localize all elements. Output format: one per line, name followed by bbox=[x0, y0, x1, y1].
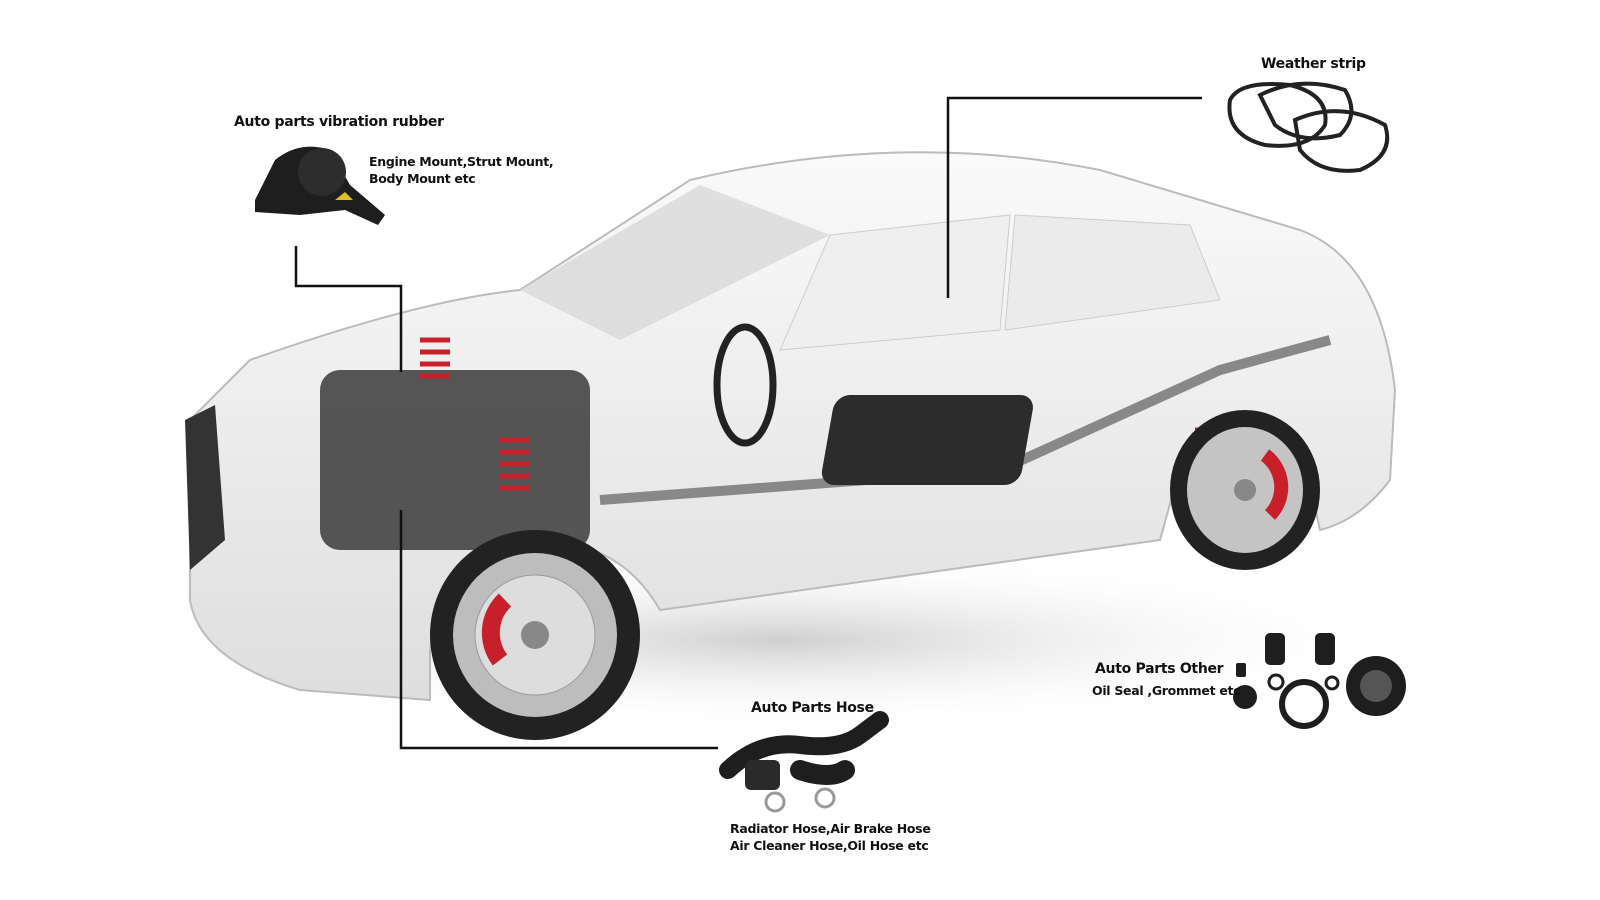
side-window bbox=[779, 214, 1011, 351]
weather-title: Weather strip bbox=[1261, 56, 1366, 72]
steering-wheel bbox=[713, 323, 777, 447]
grille bbox=[185, 405, 225, 570]
hose-desc-line: Air Cleaner Hose,Oil Hose etc bbox=[730, 838, 929, 853]
vibration-desc-line: Engine Mount,Strut Mount, bbox=[369, 154, 554, 169]
rear-wheel bbox=[1170, 410, 1320, 570]
engine-mount-image bbox=[255, 146, 385, 225]
seals-image bbox=[1233, 633, 1406, 729]
leader-weather bbox=[946, 96, 1202, 298]
rear-window bbox=[1004, 214, 1221, 331]
other-desc: Oil Seal ,Grommet etc bbox=[1092, 683, 1241, 698]
vibration-desc-line: Body Mount etc bbox=[369, 171, 476, 186]
leader-hose bbox=[399, 510, 718, 750]
vibration-title: Auto parts vibration rubber bbox=[234, 114, 444, 130]
exhaust bbox=[599, 335, 1332, 505]
leader-vibration bbox=[294, 246, 403, 372]
vibration-desc: Engine Mount,Strut Mount, Body Mount etc bbox=[369, 153, 554, 187]
hose-desc-line: Radiator Hose,Air Brake Hose bbox=[730, 821, 931, 836]
hose-desc: Radiator Hose,Air Brake Hose Air Cleaner… bbox=[730, 820, 931, 854]
other-title: Auto Parts Other bbox=[1095, 661, 1224, 677]
fuel-tank bbox=[821, 395, 1033, 485]
leader-lines bbox=[294, 96, 1202, 750]
weather-strip-image bbox=[1227, 81, 1390, 173]
windshield bbox=[520, 185, 830, 340]
hose-title: Auto Parts Hose bbox=[751, 700, 874, 716]
hose-image bbox=[719, 711, 889, 813]
front-wheel bbox=[430, 530, 640, 740]
engine bbox=[320, 370, 590, 550]
